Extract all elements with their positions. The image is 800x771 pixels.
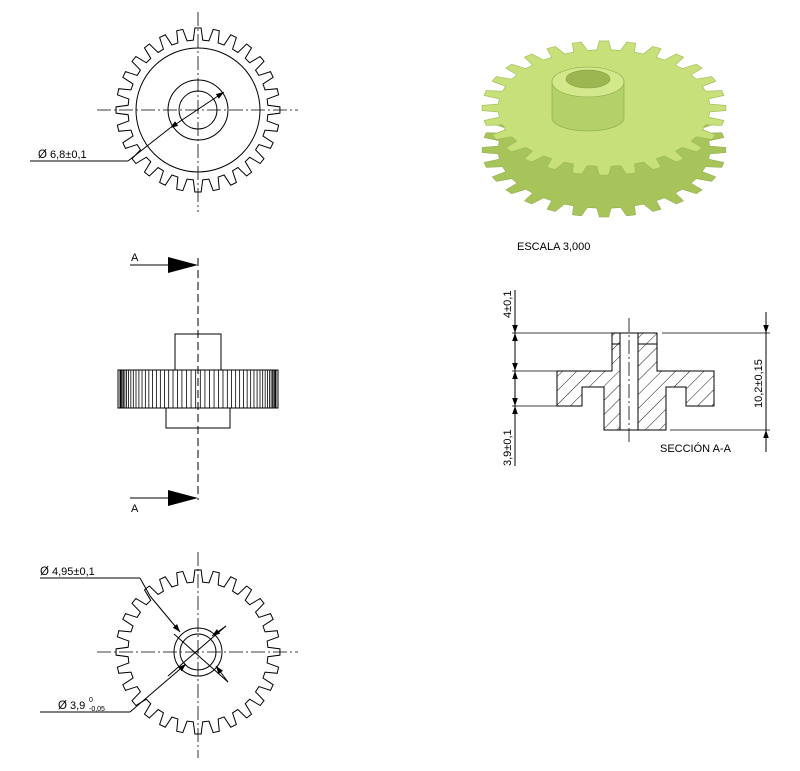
bottom-inner-tol-upper: 0 [89, 697, 93, 704]
top-gear-diameter-line [169, 91, 225, 129]
bottom-outer-diameter-symbol: Ø [40, 566, 49, 578]
section-arrow-top [168, 257, 198, 273]
section-label-bottom: A [131, 503, 139, 515]
section-label-top: A [131, 252, 139, 264]
bottom-gear-view: Ø 4,95±0,1 Ø 3,9 0 -0,05 [40, 552, 298, 758]
bottom-inner-diameter-label: 3,9 [70, 700, 85, 712]
iso-gear-view: ESCALA 3,000 [481, 40, 727, 253]
bottom-outer-diameter-label: 4,95±0,1 [52, 566, 95, 578]
iso-scale-caption: ESCALA 3,000 [517, 241, 590, 253]
section-dim-top: 4±0,1 [502, 291, 514, 318]
top-gear-outline [115, 27, 281, 193]
top-gear-leader [127, 127, 171, 162]
section-bore [620, 333, 638, 430]
section-dim-total: 10,2±0,15 [753, 359, 765, 408]
section-dim-bottom: 3,9±0,1 [502, 429, 514, 466]
side-hub-bottom [165, 407, 231, 429]
top-diameter-label: 6,8±0,1 [50, 149, 87, 161]
side-gear-teeth [119, 370, 277, 408]
bottom-gear-outline [115, 569, 281, 735]
bottom-inner-tol-lower: -0,05 [89, 706, 105, 713]
section-left-solid [556, 332, 621, 431]
top-diameter-symbol: Ø [38, 149, 47, 161]
side-hub-top [174, 333, 222, 371]
top-gear-view: Ø 6,8±0,1 [30, 12, 298, 212]
section-arrow-bottom [168, 490, 198, 506]
iso-hub-bore [565, 69, 611, 89]
section-right-solid [637, 332, 715, 431]
section-caption: SECCIÓN A-A [660, 442, 732, 455]
section-view: 4±0,1 3,9±0,1 10,2±0,15 SECCIÓN A-A [502, 290, 770, 466]
side-view: A A [117, 252, 279, 515]
bottom-inner-diameter-symbol: Ø [58, 700, 67, 712]
